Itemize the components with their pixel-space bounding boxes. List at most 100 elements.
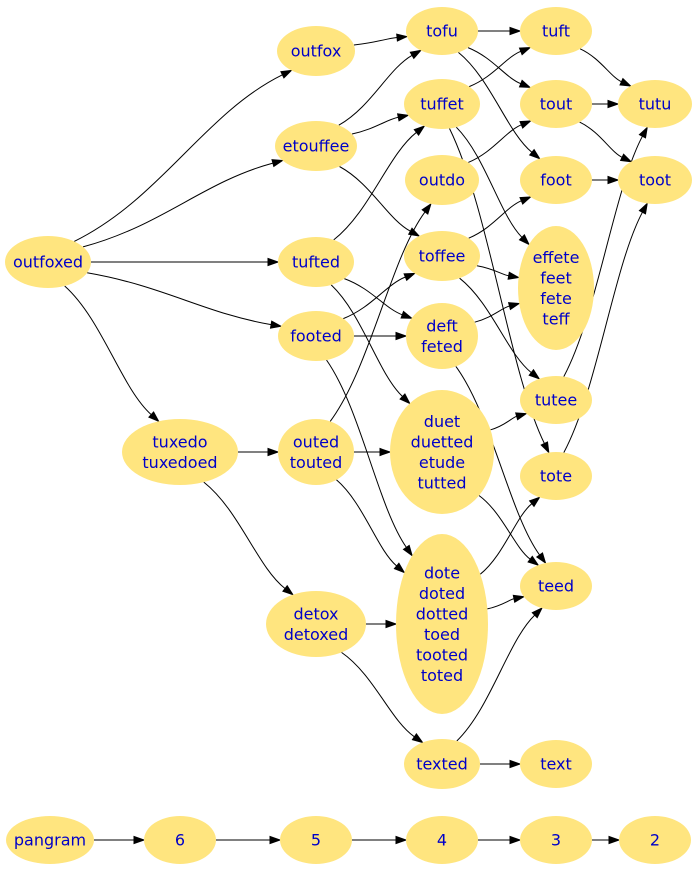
- edge-tout-to-tutu: [591, 99, 620, 109]
- arrowhead-icon: [282, 584, 295, 596]
- node-label: teed: [538, 577, 574, 596]
- arrowhead-icon: [409, 49, 423, 60]
- edge-tufted-to-duet: [330, 284, 411, 405]
- node-tofu: tofu: [406, 7, 478, 55]
- node-duet-shape: [390, 390, 494, 514]
- node-label: toted: [421, 666, 463, 685]
- edge-line: [82, 162, 274, 248]
- edge-l3-to-l2: [591, 835, 621, 845]
- node-pangram-shape: [6, 816, 94, 864]
- node-l2-shape: [619, 816, 691, 864]
- node-label: 4: [437, 831, 447, 850]
- node-label: tofu: [426, 22, 458, 41]
- edge-deft-to-teed: [455, 366, 547, 565]
- node-pangram: pangram: [6, 816, 94, 864]
- edge-toffee-to-foot: [468, 196, 532, 239]
- node-label: footed: [290, 327, 341, 346]
- edge-outfoxed-to-outfox: [73, 69, 293, 242]
- node-label: duetted: [411, 432, 474, 451]
- edge-outfoxed-to-tuxedo: [64, 285, 160, 423]
- node-tuffet-shape: [404, 79, 480, 129]
- node-dote-shape: [396, 534, 488, 714]
- arrowhead-icon: [267, 447, 280, 457]
- arrowhead-icon: [133, 835, 146, 845]
- arrowhead-icon: [540, 441, 550, 454]
- edge-line: [563, 212, 643, 453]
- edge-line: [326, 359, 407, 548]
- node-tout-shape: [520, 80, 592, 128]
- edge-line: [459, 277, 532, 373]
- node-label: tuxedoed: [142, 453, 217, 472]
- edge-outed-to-outdo: [329, 202, 432, 422]
- node-label: foot: [540, 171, 571, 190]
- edges-layer: [64, 26, 648, 845]
- node-label: dote: [424, 563, 460, 582]
- node-label: 6: [175, 831, 185, 850]
- node-l6: 6: [144, 816, 216, 864]
- node-teed-shape: [520, 562, 592, 610]
- edge-outfoxed-to-footed: [87, 272, 283, 329]
- arrowhead-icon: [395, 331, 408, 341]
- edge-line: [338, 54, 413, 126]
- edge-tote-to-toot: [563, 202, 648, 453]
- arrowhead-icon: [269, 320, 283, 329]
- node-label: texted: [416, 755, 468, 774]
- edge-tout-to-toot: [579, 121, 633, 163]
- node-tutee-shape: [520, 376, 592, 424]
- arrowhead-icon: [608, 835, 621, 845]
- arrowhead-icon: [400, 310, 414, 319]
- node-foot: foot: [520, 156, 592, 204]
- node-label: effete: [533, 248, 580, 267]
- arrowhead-icon: [528, 368, 541, 380]
- node-label: tuxedo: [152, 432, 207, 451]
- arrowhead-icon: [399, 393, 411, 405]
- edge-line: [479, 503, 533, 575]
- arrowhead-icon: [519, 196, 532, 205]
- node-label: fete: [540, 289, 572, 308]
- node-tout: tout: [520, 80, 592, 128]
- edge-tufted-to-deft: [344, 278, 414, 319]
- node-label: tuft: [542, 22, 570, 41]
- node-label: detox: [293, 604, 338, 623]
- node-toffee-shape: [404, 231, 480, 281]
- arrowhead-icon: [395, 835, 408, 845]
- edge-tuxedo-to-outed: [238, 447, 280, 457]
- edge-line: [579, 48, 622, 83]
- node-outfoxed-shape: [5, 236, 91, 288]
- edge-outfox-to-tofu: [353, 33, 409, 46]
- edge-outed-to-dote: [336, 479, 406, 574]
- node-outed-shape: [278, 419, 354, 485]
- edge-etouffee-to-tofu: [338, 49, 423, 126]
- edge-line: [469, 50, 521, 88]
- node-etouffee: etouffee: [275, 121, 357, 171]
- arrowhead-icon: [402, 544, 413, 557]
- edge-dote-to-teed: [487, 594, 526, 610]
- node-label: toffee: [419, 247, 466, 266]
- edge-line: [351, 116, 399, 135]
- node-toffee: toffee: [404, 231, 480, 281]
- edge-tofu-to-foot: [458, 52, 541, 160]
- edge-texted-to-text: [480, 759, 522, 769]
- arrowhead-icon: [528, 496, 541, 508]
- node-label: 5: [311, 831, 321, 850]
- node-label: tote: [540, 467, 572, 486]
- node-tuxedo: tuxedo tuxedoed: [122, 419, 238, 485]
- arrowhead-icon: [271, 159, 285, 168]
- edge-line: [487, 598, 515, 610]
- node-toot: toot: [618, 156, 692, 204]
- node-tuft: tuft: [520, 7, 592, 55]
- edge-line: [73, 74, 283, 242]
- edge-tofu-to-tuft: [478, 26, 522, 36]
- node-label: tuffet: [420, 95, 464, 114]
- edge-foot-to-toot: [592, 175, 620, 185]
- arrowhead-icon: [607, 99, 620, 109]
- edge-footed-to-toffee: [343, 272, 417, 320]
- arrowhead-icon: [527, 555, 540, 566]
- edge-line: [579, 121, 623, 158]
- node-texted: texted: [404, 739, 480, 789]
- edge-l5-to-l4: [351, 835, 408, 845]
- arrowhead-icon: [393, 562, 406, 574]
- arrowhead-icon: [607, 175, 620, 185]
